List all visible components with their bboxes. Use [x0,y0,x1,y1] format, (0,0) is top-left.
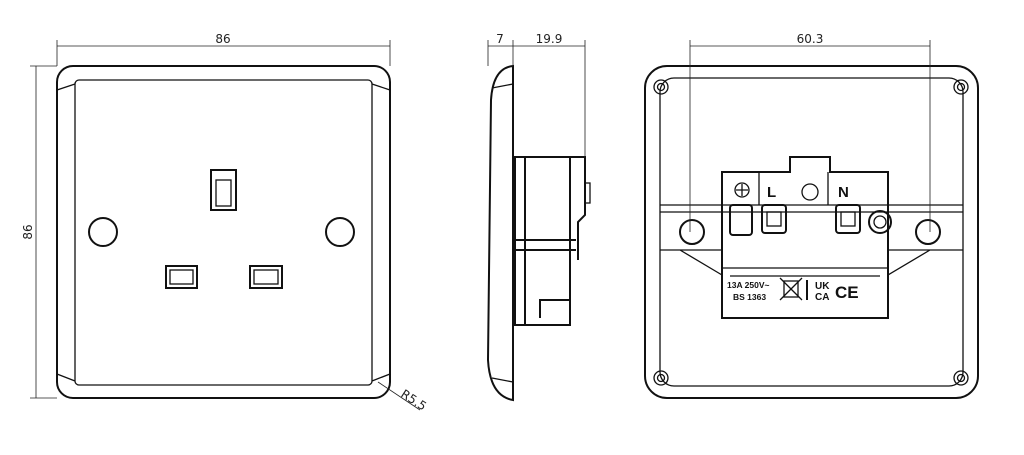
depth-dimension-lines [487,40,586,157]
side-view: 7 19.9 [486,32,591,402]
fixing-hole-left [679,219,705,245]
weee-bin-icon [779,277,803,301]
earth-pin-slot [210,169,237,211]
fixing-screw-hole-right [325,217,355,247]
earth-screw [868,210,892,234]
back-plate-inner [659,77,964,387]
body-depth-dimension: 19.9 [536,32,563,46]
earth-terminal-icon [734,182,750,198]
front-plate-face [74,79,373,386]
neutral-pin-slot [165,265,198,289]
fixing-hole-right [915,219,941,245]
live-pin-slot [249,265,283,289]
front-view: 86 86 R5.5 [21,32,429,413]
radius-dimension: R5.5 [398,387,429,414]
width-dimension-line [56,40,391,66]
earth-terminal-screw [729,204,753,236]
front-plate-outline [56,65,391,399]
rating-text: 13A 250V~ [727,280,769,290]
live-slot-inner [253,269,279,285]
fixing-centres-dimension-line [689,40,931,232]
neutral-slot-inner [169,269,194,285]
live-terminal-screw [761,204,787,234]
side-bevel-lines [491,83,514,383]
back-plate-outline [644,65,979,399]
ukca-mark-top: UK [815,281,830,292]
standard-text: BS 1363 [733,292,766,302]
back-view: 60.3 ⊕ L N 13A 250V~ BS 1363 UK [644,32,979,399]
fixing-centres-dimension: 60.3 [797,32,824,46]
plate-depth-dimension: 7 [496,32,504,46]
side-plate-profile [486,64,514,402]
side-body-details [515,156,586,325]
height-dimension-line [30,65,57,399]
mounting-bridge [660,204,963,276]
centre-hole [801,183,819,201]
terminal-block: ⊕ L N 13A 250V~ BS 1363 UK CA CE [721,156,892,319]
ce-mark: CE [835,283,859,302]
ukca-mark-bottom: CA [815,292,829,303]
side-clip [584,182,591,204]
height-dimension: 86 [21,224,35,239]
neutral-terminal-screw [835,204,861,234]
radius-leader [377,381,421,411]
corner-screw-bosses [653,79,969,386]
width-dimension: 86 [215,32,230,46]
front-bevel-lines [56,83,391,382]
fixing-screw-hole-left [88,217,118,247]
live-terminal-label: L [767,184,776,201]
neutral-terminal-label: N [838,184,849,201]
earth-shutter [215,179,232,207]
